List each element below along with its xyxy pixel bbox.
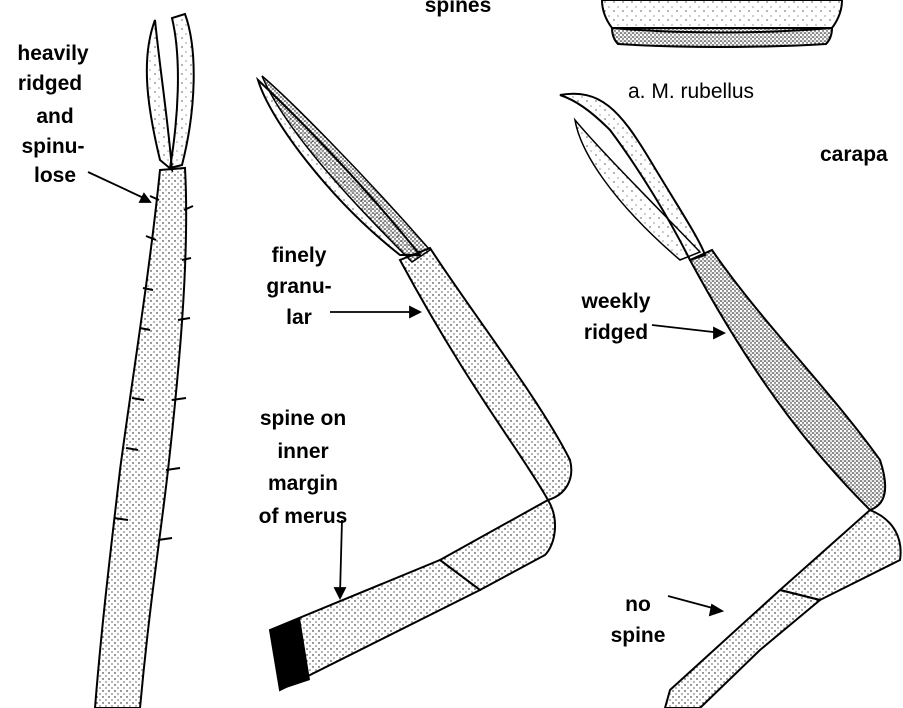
carapace-fragment	[602, 0, 842, 47]
label-weekly: weekly	[556, 290, 676, 314]
middle-claw-finely-granular	[258, 76, 571, 690]
label-finely: finely	[244, 244, 354, 268]
left-claw-heavily-ridged	[95, 14, 194, 708]
label-granu: granu-	[244, 275, 354, 299]
label-inner: inner	[238, 440, 368, 464]
caption-species: a. M. rubellus	[628, 80, 754, 104]
label-spine-on: spine on	[238, 407, 368, 431]
label-lar: lar	[244, 306, 354, 330]
label-no: no	[598, 593, 678, 617]
label-ridged-right: ridged	[556, 321, 676, 345]
arrow-spine-merus	[340, 520, 342, 594]
label-ridged: ridged	[0, 72, 100, 96]
label-spine: spine	[598, 624, 678, 648]
label-spinu: spinu-	[0, 135, 106, 159]
label-and: and	[10, 105, 100, 129]
label-of-merus: of merus	[238, 505, 368, 529]
label-carapace: carapa	[820, 143, 888, 167]
label-heavily: heavily	[0, 42, 106, 66]
label-margin: margin	[238, 472, 368, 496]
label-spines: spines	[398, 0, 518, 18]
label-lose: lose	[10, 164, 100, 188]
